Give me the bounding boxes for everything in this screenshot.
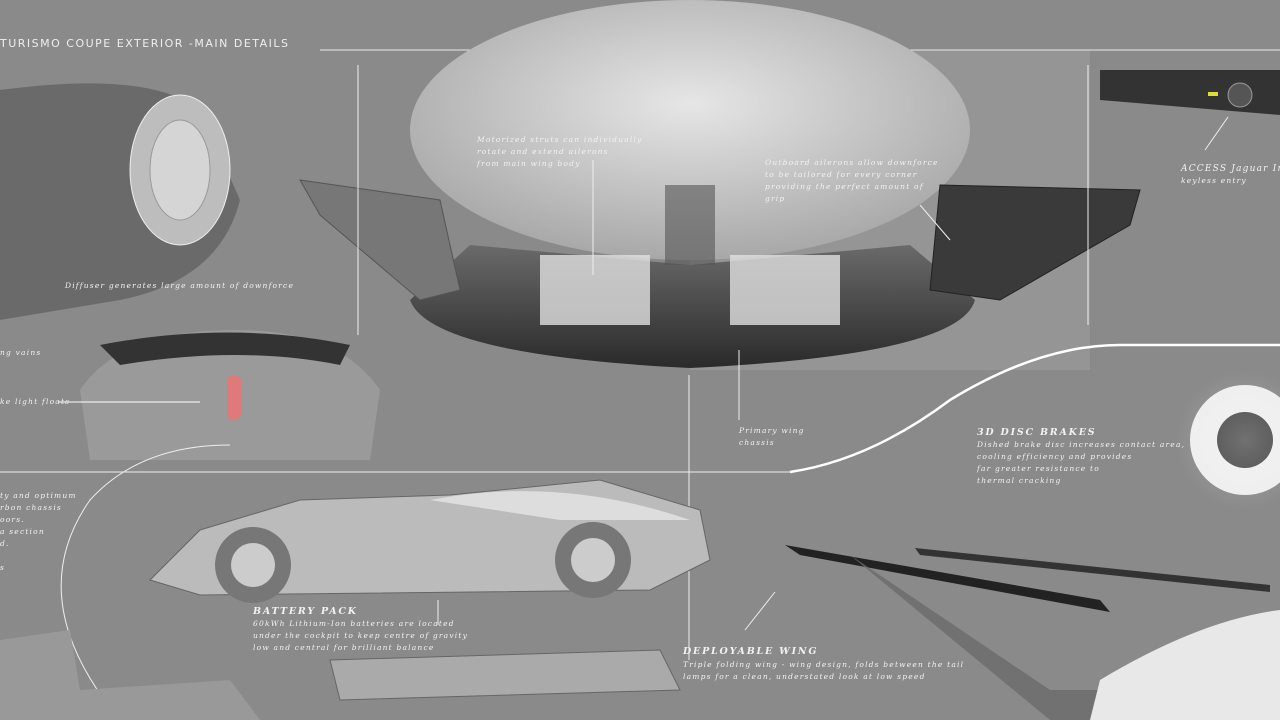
battery-description: 60kWh Lithium-Ion batteries are located … <box>253 618 468 654</box>
line: Primary wing <box>739 426 805 435</box>
line: keyless entry <box>1181 176 1247 185</box>
line: s <box>0 563 6 572</box>
line: Dished brake disc increases contact area… <box>977 440 1186 449</box>
wing-title: DEPLOYABLE WING <box>683 646 819 657</box>
battery-title: BATTERY PACK <box>253 606 358 617</box>
rear-dome <box>410 0 970 260</box>
line: providing the perfect amount of <box>765 182 924 191</box>
struts-callout: Motorized struts can individually rotate… <box>477 134 643 170</box>
line: ACCESS Jaguar Ir <box>1181 164 1280 174</box>
line: low and central for brilliant balance <box>253 643 435 652</box>
page-title: TURISMO COUPE EXTERIOR -MAIN DETAILS <box>0 37 290 50</box>
diffuser-callout: Diffuser generates large amount of downf… <box>65 281 295 290</box>
line: thermal cracking <box>977 476 1062 485</box>
vains-callout: ng vains <box>0 348 42 357</box>
line: from main wing body <box>477 159 581 168</box>
line: under the cockpit to keep centre of grav… <box>253 631 469 640</box>
line: a section <box>0 527 45 536</box>
line: Motorized struts can individually <box>477 135 643 144</box>
line: Outboard ailerons allow downforce <box>765 158 939 167</box>
line: d. <box>0 539 10 548</box>
line: lamps for a clean, understated look at l… <box>683 672 926 681</box>
line: ty and optimum <box>0 491 77 500</box>
floats-callout: ke light floats <box>0 397 71 406</box>
brakes-description: Dished brake disc increases contact area… <box>977 439 1185 487</box>
chassis-callout: ty and optimum rbon chassis oors. a sect… <box>0 490 77 574</box>
line: chassis <box>739 438 775 447</box>
line: rotate and extend ailerons <box>477 147 609 156</box>
line: oors. <box>0 515 25 524</box>
wing-description: Triple folding wing - wing design, folds… <box>683 659 964 683</box>
outboard-callout: Outboard ailerons allow downforce to be … <box>765 157 939 205</box>
line: 60kWh Lithium-Ion batteries are located <box>253 619 455 628</box>
line: Triple folding wing - wing design, folds… <box>683 660 965 669</box>
primary-wing-callout: Primary wing chassis <box>739 425 805 449</box>
line: to be tailored for every corner <box>765 170 918 179</box>
line: grip <box>765 194 786 203</box>
access-callout: ACCESS Jaguar Ir keyless entry <box>1181 163 1280 187</box>
line: rbon chassis <box>0 503 62 512</box>
line: far greater resistance to <box>977 464 1100 473</box>
line: cooling efficiency and provides <box>977 452 1133 461</box>
brakes-title: 3D DISC BRAKES <box>977 427 1097 438</box>
